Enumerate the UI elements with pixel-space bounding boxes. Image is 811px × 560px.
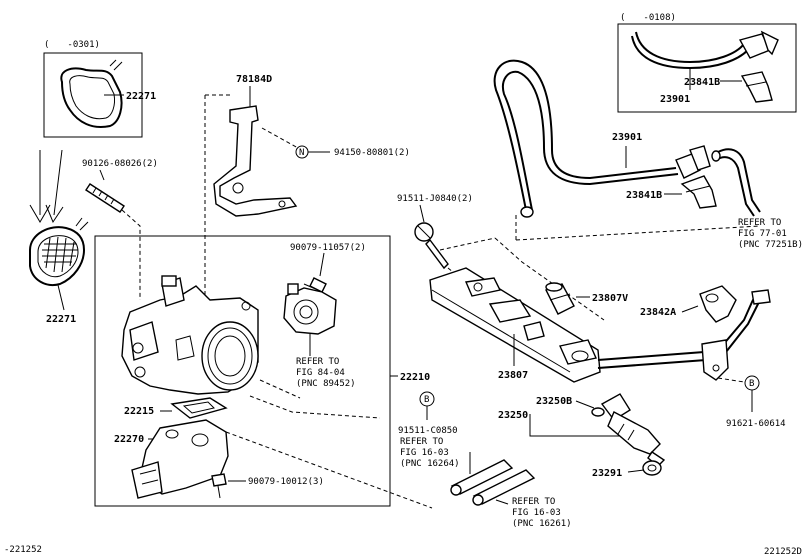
bracket-78184D xyxy=(213,105,298,217)
callout-22271-top: 22271 xyxy=(126,91,156,102)
refer-16a-line2: FIG 16-03 xyxy=(400,448,449,458)
refer-77-line3: (PNC 77251B) xyxy=(738,240,803,250)
pulsation-damper-23807V xyxy=(545,282,575,315)
pipe-to-fig-77-01 xyxy=(711,148,761,217)
gasket-22271-mesh xyxy=(29,217,89,311)
callout-23807: 23807 xyxy=(498,370,528,381)
callout-22215: 22215 xyxy=(124,406,154,417)
clamp-23842A xyxy=(699,285,737,323)
fuel-injector-23250 xyxy=(600,393,666,467)
throttle-position-sensor xyxy=(283,283,337,335)
throttle-body xyxy=(121,275,259,395)
fuel-pipe-to-91621 xyxy=(597,289,771,381)
hose-pipes-16-03 xyxy=(450,459,536,506)
marker-b-right: B xyxy=(749,379,754,389)
callout-90079-11057: 90079-11057(2) xyxy=(290,243,366,253)
marker-b-left: B xyxy=(424,395,429,405)
callout-90126-08026: 90126-08026(2) xyxy=(82,159,158,169)
callout-91511-C0850: 91511-C0850 xyxy=(398,426,458,436)
refer-77-line1: REFER TO xyxy=(738,218,781,228)
refer-77-line2: FIG 77-01 xyxy=(738,229,787,239)
clip-23841B-mid xyxy=(680,175,717,209)
o-ring-23250B xyxy=(591,407,605,417)
callout-23250: 23250 xyxy=(498,410,528,421)
callout-22270: 22270 xyxy=(114,434,144,445)
hose-inset-box xyxy=(617,23,797,113)
gasket-inset-box xyxy=(43,52,143,138)
callout-23807V: 23807V xyxy=(592,293,628,304)
callout-91511-J0840: 91511-J0840(2) xyxy=(397,194,473,204)
throttle-body-assembly-frame xyxy=(94,235,391,507)
bolt-91511-J0840 xyxy=(414,222,449,270)
gasket-22215 xyxy=(170,397,228,419)
callout-78184D: 78184D xyxy=(236,74,272,85)
clip-23841B-top xyxy=(740,71,773,103)
refer-16b-line1: REFER TO xyxy=(512,497,555,507)
footer-left-code: -221252 xyxy=(4,545,42,555)
refer-16a-line3: (PNC 16264) xyxy=(400,459,460,469)
stud-bolt-90126 xyxy=(85,169,125,213)
date-range-0301: ( -0301) xyxy=(44,40,100,50)
footer-right-code: 221252D xyxy=(764,547,802,557)
date-range-0108: ( -0108) xyxy=(620,13,676,23)
refer-84-line3: (PNC 89452) xyxy=(296,379,356,389)
replacement-arrow xyxy=(29,149,64,224)
insulator-23291 xyxy=(642,460,662,476)
screw-90079-10012 xyxy=(211,473,227,499)
refer-16b-line2: FIG 16-03 xyxy=(512,508,561,518)
callout-23841B-top: 23841B xyxy=(684,77,720,88)
refer-16a-line1: REFER TO xyxy=(400,437,443,447)
callout-22210: 22210 xyxy=(400,372,430,383)
callout-22271-bottom: 22271 xyxy=(46,314,76,325)
callout-91621-60614: 91621-60614 xyxy=(726,419,786,429)
callout-23250B: 23250B xyxy=(536,396,572,407)
callout-23841B-mid: 23841B xyxy=(626,190,662,201)
callout-23291: 23291 xyxy=(592,468,622,479)
callout-90079-10012: 90079-10012(3) xyxy=(248,477,324,487)
idle-speed-control-valve xyxy=(131,419,229,499)
fuel-delivery-pipe-23807 xyxy=(429,267,601,383)
refer-16b-line3: (PNC 16261) xyxy=(512,519,572,529)
callout-23842A: 23842A xyxy=(640,307,676,318)
callout-23901-top: 23901 xyxy=(660,94,690,105)
refer-84-line1: REFER TO xyxy=(296,357,339,367)
refer-84-line2: FIG 84-04 xyxy=(296,368,345,378)
marker-n: N xyxy=(299,148,304,158)
callout-23901-mid: 23901 xyxy=(612,132,642,143)
fuel-hose-23901 xyxy=(493,59,711,218)
callout-94150-80801: 94150-80801(2) xyxy=(334,148,410,158)
